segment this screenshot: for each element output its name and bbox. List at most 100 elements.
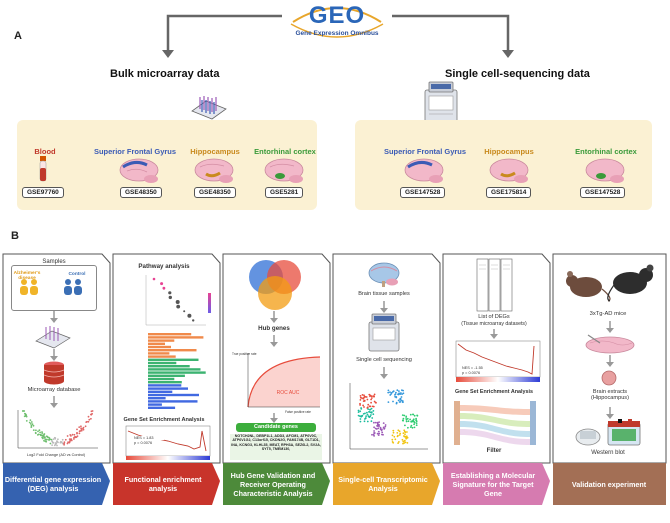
umap-point [371,397,373,399]
volcano-point [56,440,58,443]
umap-point [391,438,394,441]
roc-xlabel: False positive rate [285,410,311,414]
umap-point [392,431,395,434]
step-hub: Hub genes True positive rate ROC AUC Fal… [222,253,331,505]
arrow-down-icon-11 [606,355,614,367]
umap-point [389,391,391,394]
umap-point [363,406,365,408]
umap-point [366,413,369,416]
pathway-dot [192,319,195,322]
region-sfg-single: Superior Frontal Gyrus [383,147,467,156]
volcano-point [51,444,53,446]
brain-tissue-label: Brain tissue samples [358,291,410,297]
step-validation-label: Validation experiment [571,479,647,489]
umap-point [373,426,375,429]
filter-label: Filter [486,448,502,454]
umap-point [397,442,399,444]
umap-point [406,442,409,444]
volcano-point [54,437,57,439]
umap-point [373,395,375,398]
volcano-point [42,435,45,438]
volcano-point [76,428,78,431]
umap-point [378,432,381,435]
umap-point [415,417,417,420]
umap-point [401,393,403,395]
volcano-point [66,435,69,437]
brain-icon-hippocampus-single [489,158,529,183]
umap-point [379,428,382,431]
umap-point [366,420,369,423]
volcano-point [59,441,62,444]
volcano-point [37,433,40,436]
pathway-bar [148,345,171,349]
umap-point [403,439,406,442]
umap-point [384,425,387,428]
arrow-down-icon-2 [50,349,58,361]
umap-point [369,395,371,398]
western-blot-icon [575,419,641,446]
volcano-point [50,438,53,441]
pathway-bar [148,342,165,345]
step-hub-label: Hub Gene Validation and Receiver Operati… [230,470,316,498]
umap-point [361,397,363,399]
arrow-down-icon-9 [490,329,498,339]
umap-point [396,435,399,438]
arrow-down-icon-8 [380,367,388,379]
umap-point [395,396,398,398]
step-validation: 3xTg-AD mice Brain extracts (Hippocampus… [552,253,668,505]
step-signature: List of DEGs (Tissue microarray datasets… [442,253,551,505]
umap-point [377,434,380,436]
volcano-point [24,412,26,415]
volcano-point [43,437,46,439]
umap-point [392,390,395,393]
venn-diagram [249,260,301,310]
volcano-point [39,433,42,436]
deg-list-label: List of DEGs [478,314,510,320]
umap-point [402,392,405,395]
mouse-icons [566,264,654,302]
umap-point [368,393,371,396]
umap-point [369,408,372,411]
umap-point [360,407,362,409]
volcano-point [30,426,33,428]
umap-point [372,433,375,436]
umap-point [397,399,400,402]
umap-point [412,413,415,416]
umap-point [359,420,362,423]
umap-point [372,410,375,412]
pathway-bar [148,390,173,393]
umap-point [378,425,380,427]
split-arrow [162,14,514,58]
volcano-point [29,423,32,425]
umap-point [398,401,401,403]
umap-point [399,432,402,435]
umap-point [402,432,405,435]
umap-point [415,424,418,427]
step-hub-frame [222,253,331,505]
umap-point [406,417,409,420]
gsea-nes-down: NES = -1.55 [462,366,492,370]
umap-point [374,421,377,424]
pathway-bar [148,374,185,377]
brain-extract-icon [601,370,617,386]
arrow-down-icon-12 [606,407,614,419]
umap-point [382,433,384,436]
umap-point [367,403,370,406]
brain-icon-sfg-single [404,158,444,183]
roc-curve [247,353,321,408]
pathway-bar [148,355,176,358]
umap-point [380,429,383,432]
step-deg-frame [2,253,111,505]
umap-point [409,413,412,416]
region-hippocampus-bulk: Hippocampus [190,147,240,156]
pathway-bar [148,365,190,368]
umap-point [357,414,360,417]
umap-point [413,423,415,426]
geo-logo: GEO Gene Expression Omnibus [285,2,389,42]
volcano-point [68,441,71,444]
pathway-dot [168,291,172,295]
volcano-point [90,413,93,416]
umap-point [413,420,415,423]
gsea-p-up: p = 0.0076 [134,441,164,445]
volcano-point [30,424,33,427]
